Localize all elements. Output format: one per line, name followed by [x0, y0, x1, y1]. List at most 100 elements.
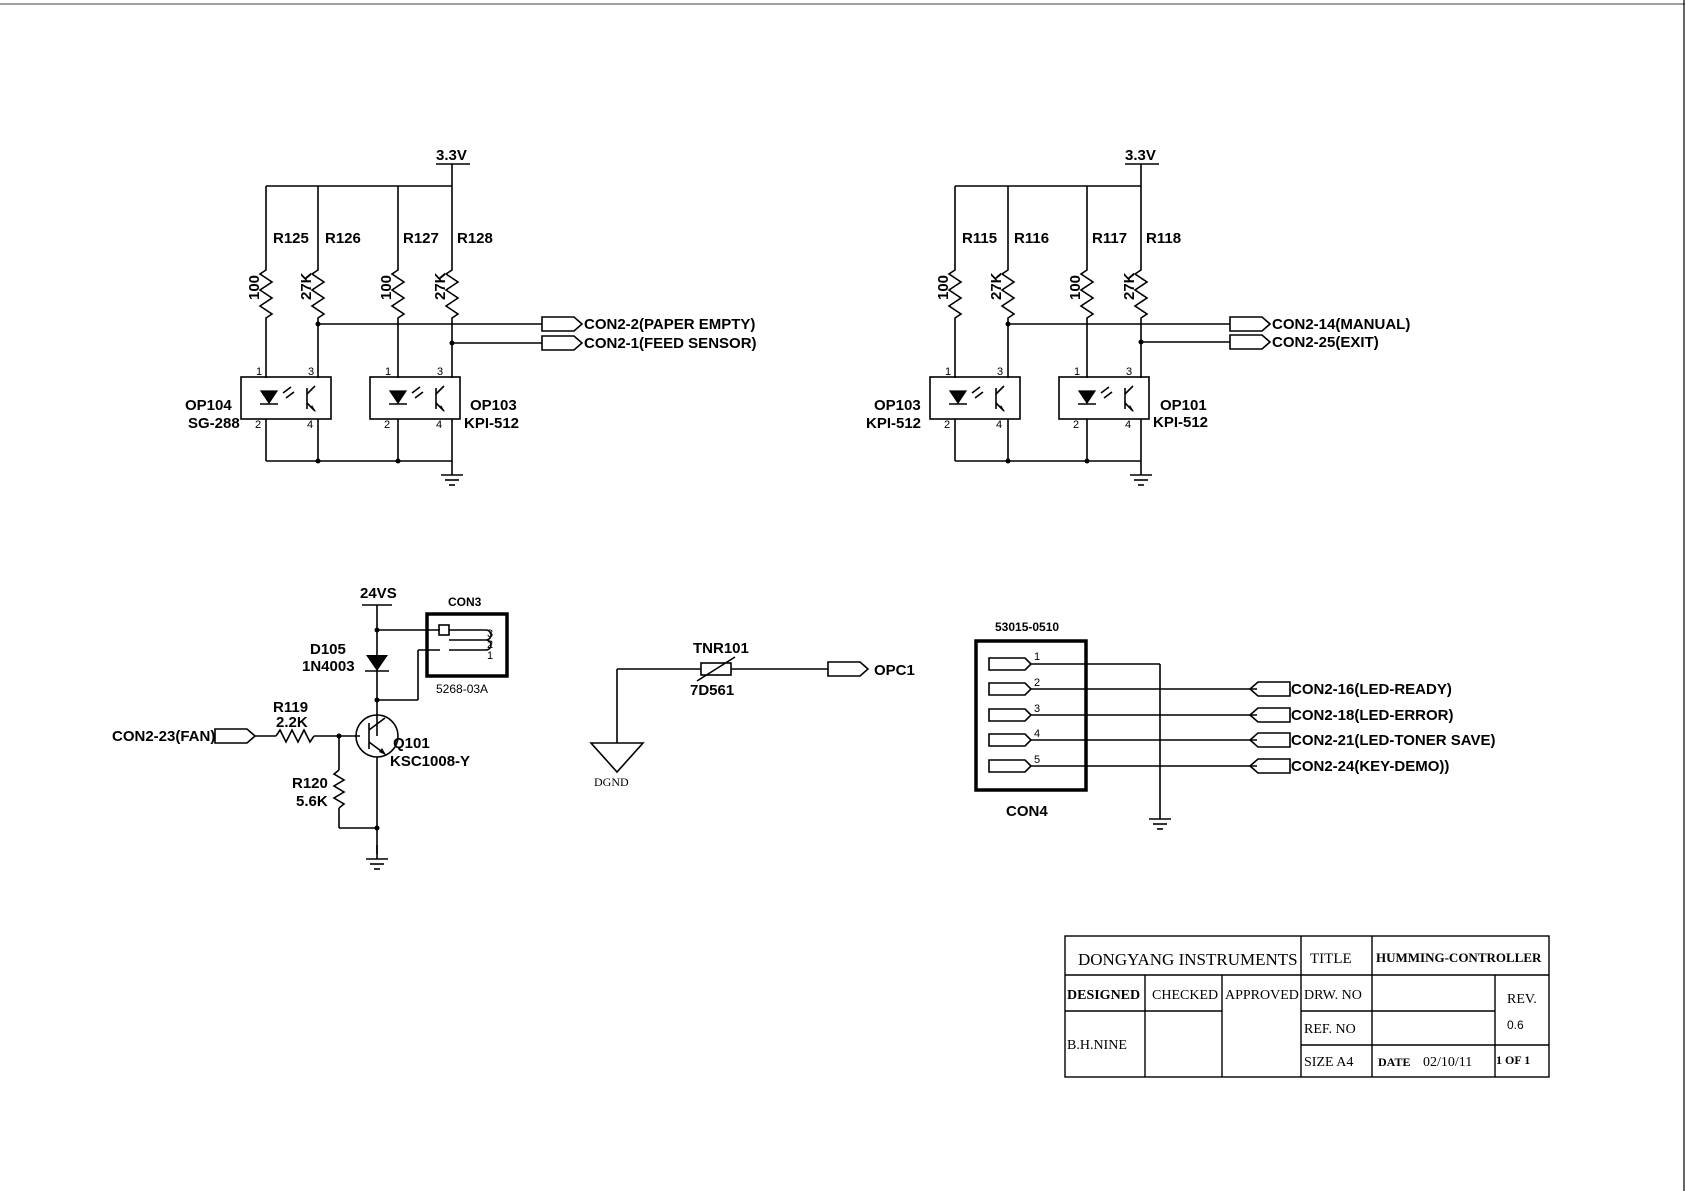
connector-con3: [425, 612, 509, 678]
net-exit: CON2-25(EXIT): [1272, 334, 1379, 351]
opto-op104: [240, 376, 332, 420]
pin-1: 1: [385, 366, 391, 378]
title-label: TITLE: [1310, 951, 1352, 967]
ref-r119: R119: [273, 699, 308, 716]
dgnd-label: DGND: [594, 775, 629, 789]
ref-con4: CON4: [1006, 803, 1048, 820]
part-d105: 1N4003: [302, 658, 355, 675]
ground-symbol: [1129, 460, 1153, 486]
opto-op103-right: [929, 376, 1021, 420]
ground-symbol: [365, 844, 389, 870]
pin-2: 2: [487, 639, 493, 651]
con4-pins: 1 2 3 4 5: [988, 651, 1040, 773]
date-label: DATE: [1378, 1055, 1410, 1069]
val-r118: 27K: [1121, 272, 1138, 300]
sensor-block-left: 3.3V R125 R126 R127 R128 100 27K 100 27K…: [185, 147, 757, 486]
val-r119: 2.2K: [276, 714, 308, 731]
ref-r125: R125: [273, 230, 309, 247]
part-op103-left: KPI-512: [464, 415, 519, 432]
pin-2: 2: [1073, 419, 1079, 431]
ref-op101: OP101: [1160, 397, 1207, 414]
ref-r127: R127: [403, 230, 439, 247]
ref-op103-right: OP103: [874, 397, 921, 414]
pin-3: 3: [1034, 703, 1040, 715]
port-exit: [1229, 334, 1271, 350]
pin-4: 4: [996, 419, 1002, 431]
val-r126: 27K: [298, 272, 315, 300]
ref-no-label: REF. NO: [1304, 1022, 1356, 1037]
port-fan: [214, 728, 256, 744]
size-label: SIZE A4: [1304, 1055, 1353, 1070]
resistor-r119: [275, 728, 315, 744]
pin-4: 4: [1034, 728, 1040, 740]
diode-d105: [366, 655, 388, 671]
part-op104: SG-288: [188, 415, 240, 432]
ref-r118: R118: [1146, 230, 1181, 247]
part-op103-right: KPI-512: [866, 415, 921, 432]
pin-3: 3: [997, 366, 1003, 378]
ref-r115: R115: [962, 230, 997, 247]
part-con4: 53015-0510: [995, 620, 1059, 634]
pin-2: 2: [384, 419, 390, 431]
ref-r120: R120: [292, 775, 328, 792]
pin-1: 1: [256, 366, 262, 378]
ground-symbol: [440, 460, 464, 486]
company-name: DONGYANG INSTRUMENTS: [1078, 950, 1298, 969]
net-key-demo: CON2-24(KEY-DEMO)): [1291, 758, 1449, 775]
vcc-label-right: 3.3V: [1125, 147, 1156, 164]
connector-con4-block: 53015-0510 CON4 1 2 3 4 5 CON2-16(LED-RE…: [974, 620, 1495, 830]
ref-r128: R128: [457, 230, 493, 247]
vs24-label: 24VS: [360, 585, 397, 602]
ref-d105: D105: [310, 641, 346, 658]
pin-2: 2: [255, 419, 261, 431]
part-q101: KSC1008-Y: [390, 753, 470, 770]
net-feed-sensor: CON2-1(FEED SENSOR): [584, 335, 757, 352]
drw-no-label: DRW. NO: [1304, 988, 1362, 1003]
val-r128: 27K: [432, 272, 449, 300]
ref-r126: R126: [325, 230, 361, 247]
ref-op103-left: OP103: [470, 397, 517, 414]
val-r120: 5.6K: [296, 793, 328, 810]
pin-1: 1: [1074, 366, 1080, 378]
vcc-label-left: 3.3V: [436, 147, 467, 164]
net-led-error: CON2-18(LED-ERROR): [1291, 707, 1454, 724]
ref-tnr101: TNR101: [693, 640, 749, 657]
ref-r117: R117: [1092, 230, 1127, 247]
resistor-r120: [332, 769, 346, 809]
pin-1: 1: [487, 650, 493, 662]
title-block: DONGYANG INSTRUMENTS TITLE HUMMING-CONTR…: [1064, 935, 1550, 1078]
pin-3: 3: [437, 366, 443, 378]
fan-driver-circuit: 24VS D105 1N4003 3 2 1 CON3 5268-03A CON…: [112, 585, 509, 870]
port-opc1: [827, 661, 869, 677]
val-r116: 27K: [988, 272, 1005, 300]
net-paper-empty: CON2-2(PAPER EMPTY): [584, 316, 755, 333]
val-r115: 100: [935, 275, 952, 300]
pin-3: 3: [308, 366, 314, 378]
sheet-count: 1 OF 1: [1496, 1053, 1530, 1067]
pin-4: 4: [307, 419, 313, 431]
part-tnr101: 7D561: [690, 682, 734, 699]
port-feed-sensor: [541, 335, 583, 351]
ref-r116: R116: [1014, 230, 1049, 247]
approved-label: APPROVED: [1225, 988, 1299, 1003]
pin-2: 2: [944, 419, 950, 431]
part-op101: KPI-512: [1153, 414, 1208, 431]
ref-con3: CON3: [448, 595, 482, 609]
designed-label: DESIGNED: [1067, 988, 1140, 1003]
ref-q101: Q101: [393, 735, 430, 752]
net-led-ready: CON2-16(LED-READY): [1291, 681, 1452, 698]
rev-label: REV.: [1507, 992, 1537, 1007]
drawing-title: HUMMING-CONTROLLER: [1376, 950, 1542, 965]
pin-2: 2: [1034, 677, 1040, 689]
opto-op101: [1058, 376, 1150, 420]
pin-4: 4: [436, 419, 442, 431]
sensor-block-right: 3.3V R115 R116 R117 R118 100 27K 100 27K…: [866, 147, 1410, 486]
ref-op104: OP104: [185, 397, 232, 414]
pin-3: 3: [1126, 366, 1132, 378]
pin-3: 3: [487, 628, 493, 640]
net-manual: CON2-14(MANUAL): [1272, 316, 1410, 333]
pin-5: 5: [1034, 754, 1040, 766]
part-con3: 5268-03A: [436, 682, 488, 696]
pin-4: 4: [1125, 419, 1131, 431]
